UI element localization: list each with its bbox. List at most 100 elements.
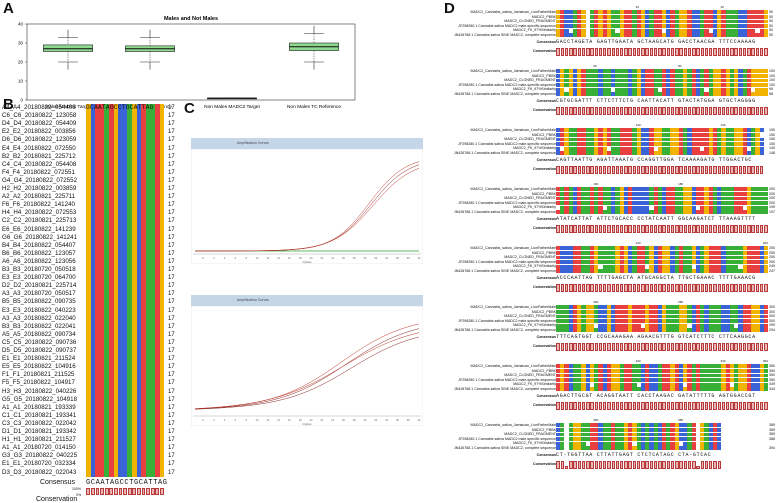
nucleotide-cell <box>657 28 663 33</box>
nucleotide-cell <box>589 205 595 210</box>
conservation-bar <box>577 165 582 174</box>
nucleotide-cell <box>602 378 607 382</box>
conservation-bar <box>670 224 675 233</box>
nucleotide-cell <box>636 314 641 319</box>
conservation-bar <box>747 283 751 292</box>
nucleotide-cell <box>619 92 624 97</box>
nucleotide-cell <box>729 378 735 382</box>
nucleotide-cell <box>700 319 705 323</box>
nucleotide-cell <box>712 423 718 428</box>
nucleotide-cell <box>628 151 633 156</box>
nucleotide-cell <box>645 364 650 369</box>
nucleotide-cell <box>585 437 590 441</box>
nucleotide-cell <box>662 19 667 24</box>
nucleotide-cell <box>611 15 616 19</box>
nucleotide-cell <box>674 201 680 205</box>
nucleotide-cell <box>666 305 671 310</box>
conservation-bar <box>726 165 730 174</box>
nucleotide-cell <box>640 19 646 24</box>
nucleotide-cell <box>632 10 637 15</box>
nucleotide-cell <box>725 92 730 97</box>
nucleotide-cell <box>598 314 603 319</box>
nucleotide-cell <box>695 382 701 387</box>
nucleotide-cell <box>598 423 603 428</box>
conservation-bar <box>700 401 704 410</box>
nucleotide-cell <box>636 83 641 87</box>
nucleotide-cell <box>632 441 637 446</box>
nucleotide-cell <box>636 205 641 210</box>
nucleotide-cell <box>763 187 769 192</box>
conservation-bar <box>738 401 743 410</box>
nucleotide-cell <box>725 382 730 387</box>
nucleotide-cell <box>666 264 671 269</box>
nucleotide-cell <box>670 19 675 24</box>
nucleotide-cell <box>717 432 722 437</box>
nucleotide-cell <box>657 423 663 428</box>
nucleotide-cell <box>564 246 569 251</box>
conservation-bar <box>624 47 628 56</box>
nucleotide-cell <box>649 28 654 33</box>
nucleotide-cell <box>577 196 582 201</box>
nucleotide-cell <box>670 364 675 369</box>
nucleotide-cell <box>619 428 624 432</box>
nucleotide-cell <box>649 373 654 378</box>
nucleotide-cell <box>666 423 671 428</box>
nucleotide-cell <box>742 264 747 269</box>
nucleotide-cell <box>560 15 565 19</box>
nucleotide-cell <box>683 251 688 255</box>
conservation-bar <box>556 47 560 56</box>
nucleotide-cell <box>568 387 574 392</box>
nucleotide-cell <box>564 133 569 137</box>
conservation-bar <box>624 342 628 351</box>
nucleotide-cell <box>670 87 675 92</box>
nucleotide-cell <box>623 15 629 19</box>
outlier-point <box>149 62 151 64</box>
position-marker: 180 <box>678 182 684 186</box>
nucleotide-cell <box>640 142 646 146</box>
nucleotide-cell <box>615 260 620 264</box>
nucleotide-cell <box>751 323 756 328</box>
nucleotide-cell <box>568 201 574 205</box>
nucleotide-cell <box>556 323 561 328</box>
nucleotide-cell <box>598 387 603 392</box>
nucleotide-cell <box>594 319 599 323</box>
sequence-row <box>556 19 769 24</box>
sequence-label: JN426768.1 Cannabis sativa SINE MADC2, c… <box>453 387 556 391</box>
sequence-row <box>556 310 769 314</box>
nucleotide-cell <box>594 33 599 38</box>
conservation-bar <box>624 460 628 469</box>
nucleotide-cell <box>687 133 692 137</box>
nucleotide-cell <box>645 378 650 382</box>
consensus-sequence: AGACTTGCGT ACAGGTAATT CACCTAAGAC GATATTT… <box>556 392 756 399</box>
nucleotide-cell <box>628 142 633 146</box>
nucleotide-cell <box>746 33 752 38</box>
consensus-label: Consensus <box>536 39 556 44</box>
sample-row-label: C2_C2_20180821_225713 <box>2 217 77 225</box>
sequence-position-number: 50 <box>769 23 773 28</box>
nucleotide-cell <box>666 382 671 387</box>
nucleotide-cell <box>598 255 603 260</box>
nucleotide-cell <box>738 373 743 378</box>
nucleotide-cell <box>556 146 561 151</box>
position-marker: 260 <box>593 300 599 304</box>
sequence-label: JF298280.1 Cannabis sativa MADC2 male-sp… <box>458 23 556 28</box>
nucleotide-cell <box>577 201 582 205</box>
nucleotide-cell <box>645 428 650 432</box>
nucleotide-cell <box>687 328 692 333</box>
nucleotide-cell <box>751 269 756 274</box>
nucleotide-cell <box>568 10 574 15</box>
sample-row-label: B5_B5_20180822_090735 <box>2 298 76 306</box>
nucleotide-cell <box>598 69 603 74</box>
nucleotide-cell <box>670 146 675 151</box>
nucleotide-cell <box>568 196 574 201</box>
nucleotide-cell <box>695 92 701 97</box>
conservation-bar <box>721 106 726 115</box>
nucleotide-cell <box>636 255 641 260</box>
nucleotide-cell <box>589 251 595 255</box>
nucleotide-cell <box>700 146 705 151</box>
nucleotide-cell <box>628 251 633 255</box>
nucleotide-cell <box>564 378 569 382</box>
nucleotide-cell <box>662 314 667 319</box>
nucleotide-cell <box>568 78 574 83</box>
